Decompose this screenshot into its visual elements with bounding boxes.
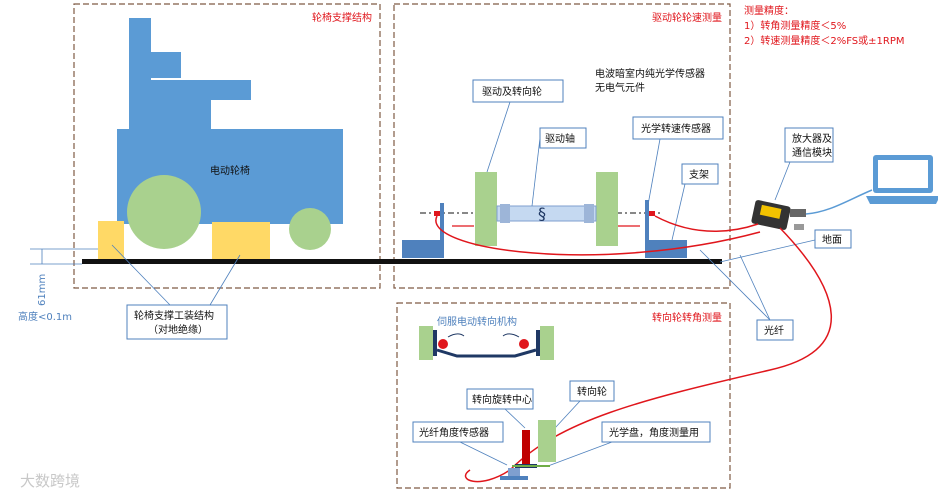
right-optical-head (649, 211, 655, 216)
sensor-note-2: 无电气元件 (595, 81, 645, 94)
angle-sensor-head (508, 468, 520, 476)
watermark: 大数跨境 (20, 472, 80, 490)
fixture-block-right (212, 222, 270, 262)
servo-left-pivot (438, 339, 448, 349)
steering-pivot-bar (522, 430, 530, 464)
height-text: 高度<0.1m (18, 310, 72, 323)
servo-left-arc (448, 334, 464, 337)
steering-wheel-label: 转向轮 (577, 385, 607, 398)
servo-mechanism (419, 326, 554, 360)
servo-right-pivot (519, 339, 529, 349)
bracket-label: 支架 (689, 169, 709, 181)
servo-left-knuckle (433, 330, 437, 356)
amplifier-label-2: 通信模块 (792, 147, 832, 159)
wheelchair-armrest (151, 52, 181, 78)
laptop-icon (866, 155, 938, 204)
shaft-break-symbol: § (538, 204, 546, 223)
servo-right-knuckle (536, 330, 540, 356)
steering-assembly (500, 420, 556, 480)
optical-disc-leader (548, 442, 612, 466)
drive-assembly: § (402, 172, 687, 258)
left-bracket-post (440, 203, 444, 243)
right-bracket-base (645, 240, 687, 258)
left-bracket-base (402, 240, 444, 258)
drive-shaft (497, 206, 596, 221)
rear-wheel (127, 175, 201, 249)
sensor-note-1: 电波暗室内纯光学传感器 (595, 67, 705, 80)
ground-line (82, 259, 722, 264)
laptop-cable (806, 190, 872, 214)
fiber-angle-sensor-leader (460, 442, 507, 465)
precision-line-2: 2）转速测量精度＜2%FS或±1RPM (744, 34, 905, 47)
fiber-leader-1 (740, 255, 770, 320)
rotation-center-label: 转向旋转中心 (472, 393, 532, 406)
amplifier-label-1: 放大器及 (792, 132, 832, 145)
fixture-label-1: 轮椅支撑工装结构 (134, 309, 214, 322)
servo-label: 伺服电动转向机构 (437, 315, 517, 328)
fixture-block-left (98, 221, 124, 261)
dimension-text: 61mm (37, 274, 48, 306)
fiber-leader-2 (700, 250, 770, 320)
speed-sensor-label: 光学转速传感器 (641, 122, 711, 135)
steering-wheel-leader (555, 401, 580, 428)
precision-line-1: 1）转角测量精度＜5% (744, 19, 846, 32)
fiber-right-sensor (655, 216, 758, 231)
optical-disc-label: 光学盘，角度测量用 (609, 426, 699, 439)
fixture-label-2: （对地绝缘） (148, 323, 208, 336)
drive-shaft-leader (532, 138, 540, 206)
servo-right-wheel (540, 326, 554, 360)
wheelchair-seat-top (151, 80, 251, 100)
angle-sensor-base (500, 476, 528, 480)
left-optical-head (434, 211, 440, 216)
right-bracket-post (645, 200, 649, 245)
servo-tie-rod (437, 350, 536, 356)
ground-label: 地面 (822, 233, 842, 246)
left-drive-wheel (475, 172, 497, 246)
drive-steer-leader (487, 102, 510, 172)
amplifier-module-icon (751, 200, 806, 231)
front-wheel (289, 208, 331, 250)
section-title-steering: 转向轮转角测量 (652, 311, 722, 324)
wheelchair: 电动轮椅 (98, 18, 343, 262)
drive-steer-wheel-label: 驱动及转向轮 (482, 85, 542, 98)
rotation-center-leader (505, 409, 525, 428)
fiber-angle-sensor-label: 光纤角度传感器 (419, 426, 489, 439)
drive-shaft-label: 驱动轴 (545, 132, 575, 145)
steering-wheel-block (538, 420, 556, 462)
wheelchair-label: 电动轮椅 (210, 164, 250, 177)
fixture-leader-left (112, 245, 170, 305)
right-bearing (584, 204, 594, 223)
servo-right-arc (503, 334, 519, 337)
wheelchair-seat (139, 99, 211, 131)
section-title-drive: 驱动轮轮速测量 (652, 11, 722, 24)
servo-left-wheel (419, 326, 433, 360)
speed-sensor-leader (648, 139, 660, 205)
left-bearing (500, 204, 510, 223)
amplifier-leader (775, 162, 790, 200)
fiber-label: 光纤 (764, 324, 784, 337)
section-title-support: 轮椅支撑结构 (312, 11, 372, 24)
right-drive-wheel (596, 172, 618, 246)
precision-title: 测量精度： (744, 4, 794, 17)
bracket-leader (672, 184, 685, 240)
